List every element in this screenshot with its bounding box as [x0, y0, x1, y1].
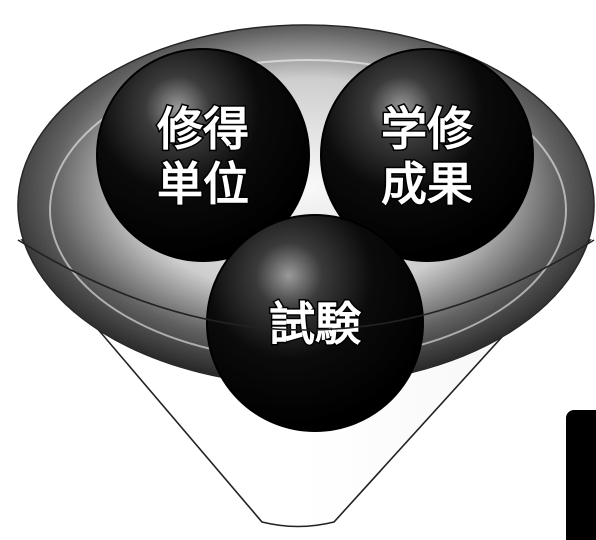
ball-acquired-credits: 修得 単位: [96, 48, 310, 262]
ball-label-line-1: 修得: [157, 102, 249, 156]
ball-label: 試験: [269, 297, 362, 351]
ball-learning-outcomes: 学修 成果: [320, 48, 534, 262]
ball-label-line-2: 単位: [157, 157, 249, 211]
ball-label-line-2: 成果: [381, 157, 473, 211]
ball-exam: 試験: [206, 214, 424, 432]
ball-label-line-1: 学修: [381, 102, 474, 156]
corner-tab: [566, 410, 596, 540]
funnel-front-lip: [17, 239, 595, 331]
